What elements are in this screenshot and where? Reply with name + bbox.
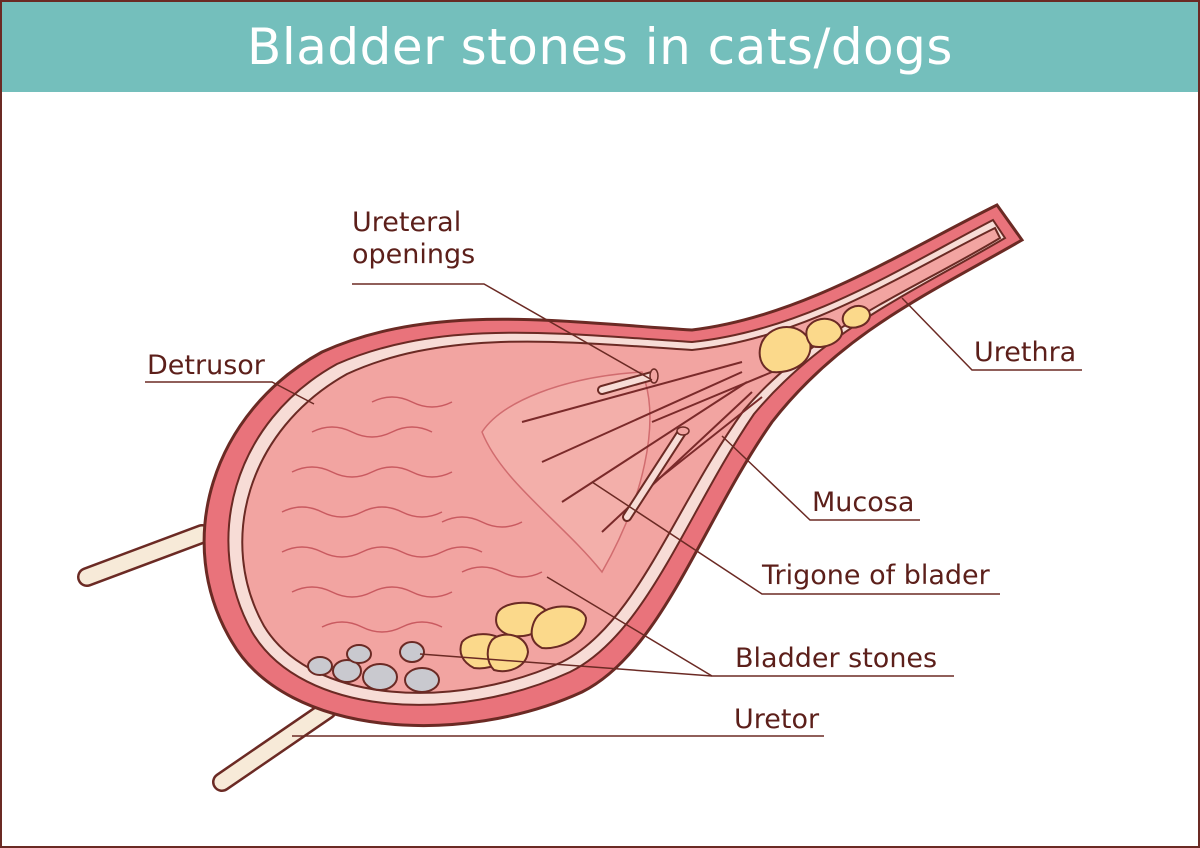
- ureteral-opening-2: [622, 426, 690, 522]
- label-mucosa: Mucosa: [812, 487, 915, 518]
- label-detrusor: Detrusor: [147, 350, 265, 381]
- urethra-stones: [758, 305, 872, 374]
- mucosa-folds: [281, 396, 543, 633]
- label-bladder-stones: Bladder stones: [735, 643, 938, 674]
- label-ureteral-openings: Ureteral openings: [352, 207, 476, 270]
- diagram-title: Bladder stones in cats/dogs: [247, 18, 953, 76]
- label-urethra: Urethra: [974, 337, 1077, 368]
- ureter-left-lower: [212, 700, 337, 792]
- title-bar: Bladder stones in cats/dogs: [2, 2, 1198, 92]
- ureter-left-upper: [77, 524, 212, 587]
- ureteral-opening-1: [597, 368, 659, 395]
- bladder-stones-grey: [307, 641, 440, 693]
- label-uretor: Uretor: [734, 704, 820, 735]
- label-trigone: Trigone of blader: [762, 560, 990, 591]
- leader-lines: [145, 283, 1082, 737]
